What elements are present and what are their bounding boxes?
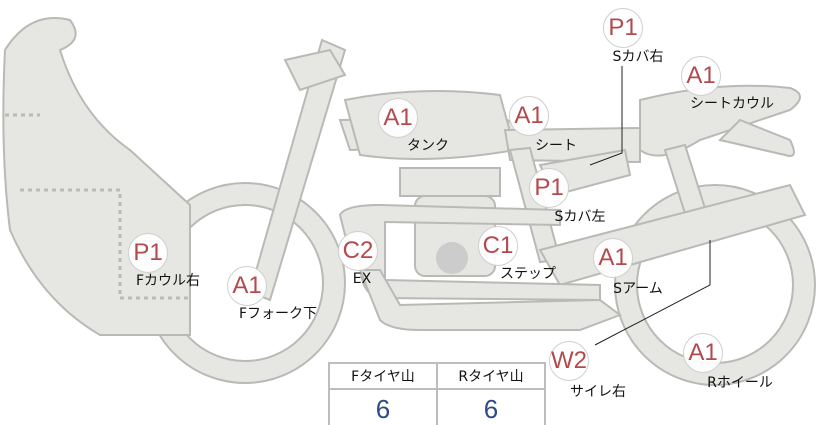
exhaust-lower [358, 269, 623, 331]
part-label-muffler-right: サイレ右 [570, 384, 626, 400]
engine-top [399, 167, 501, 197]
part-badge-seat[interactable]: A1 [509, 96, 549, 136]
rear-tire-header: Rタイヤ山 [436, 362, 546, 390]
part-badge-exhaust[interactable]: C2 [338, 231, 378, 271]
part-label-front-cowl-right: Fカウル右 [135, 273, 201, 289]
front-tire-header: Fタイヤ山 [328, 362, 438, 390]
headlight [283, 48, 347, 92]
part-badge-front-cowl-right[interactable]: P1 [128, 233, 168, 273]
part-label-step: ステップ [500, 266, 556, 282]
front-tire-value: 6 [328, 388, 438, 425]
part-label-swing-arm: Sアーム [613, 281, 663, 297]
part-badge-rear-wheel[interactable]: A1 [683, 333, 723, 373]
part-badge-step[interactable]: C1 [478, 226, 518, 266]
cowl-lines [5, 113, 190, 300]
part-badge-tank[interactable]: A1 [378, 98, 418, 138]
tail [718, 118, 795, 157]
part-badge-s-cover-right[interactable]: P1 [603, 8, 643, 48]
part-label-tank: タンク [407, 138, 449, 154]
part-badge-front-fork-lower[interactable]: A1 [227, 266, 267, 306]
part-label-rear-wheel: Rホイール [707, 375, 773, 391]
part-badge-muffler-right[interactable]: W2 [549, 341, 589, 381]
leader-line-s-cover-right [589, 66, 623, 166]
leader-line-muffler [594, 240, 711, 346]
part-badge-swing-arm[interactable]: A1 [593, 238, 633, 278]
part-label-front-fork-lower: Fフォーク下 [238, 306, 318, 322]
rear-tire-value: 6 [436, 388, 546, 425]
part-label-seat: シート [535, 138, 577, 154]
part-label-seat-cowl: シートカウル [690, 96, 774, 112]
part-badge-s-cover-left[interactable]: P1 [529, 168, 569, 208]
part-label-s-cover-right: Sカバ右 [612, 49, 664, 65]
part-badge-seat-cowl[interactable]: A1 [681, 56, 721, 96]
step [436, 242, 468, 274]
part-label-s-cover-left: Sカバ左 [554, 209, 606, 225]
part-label-exhaust: EX [352, 271, 372, 287]
front-fork [248, 38, 347, 302]
tire-tread-table: Fタイヤ山 Rタイヤ山 6 6 [328, 362, 546, 425]
